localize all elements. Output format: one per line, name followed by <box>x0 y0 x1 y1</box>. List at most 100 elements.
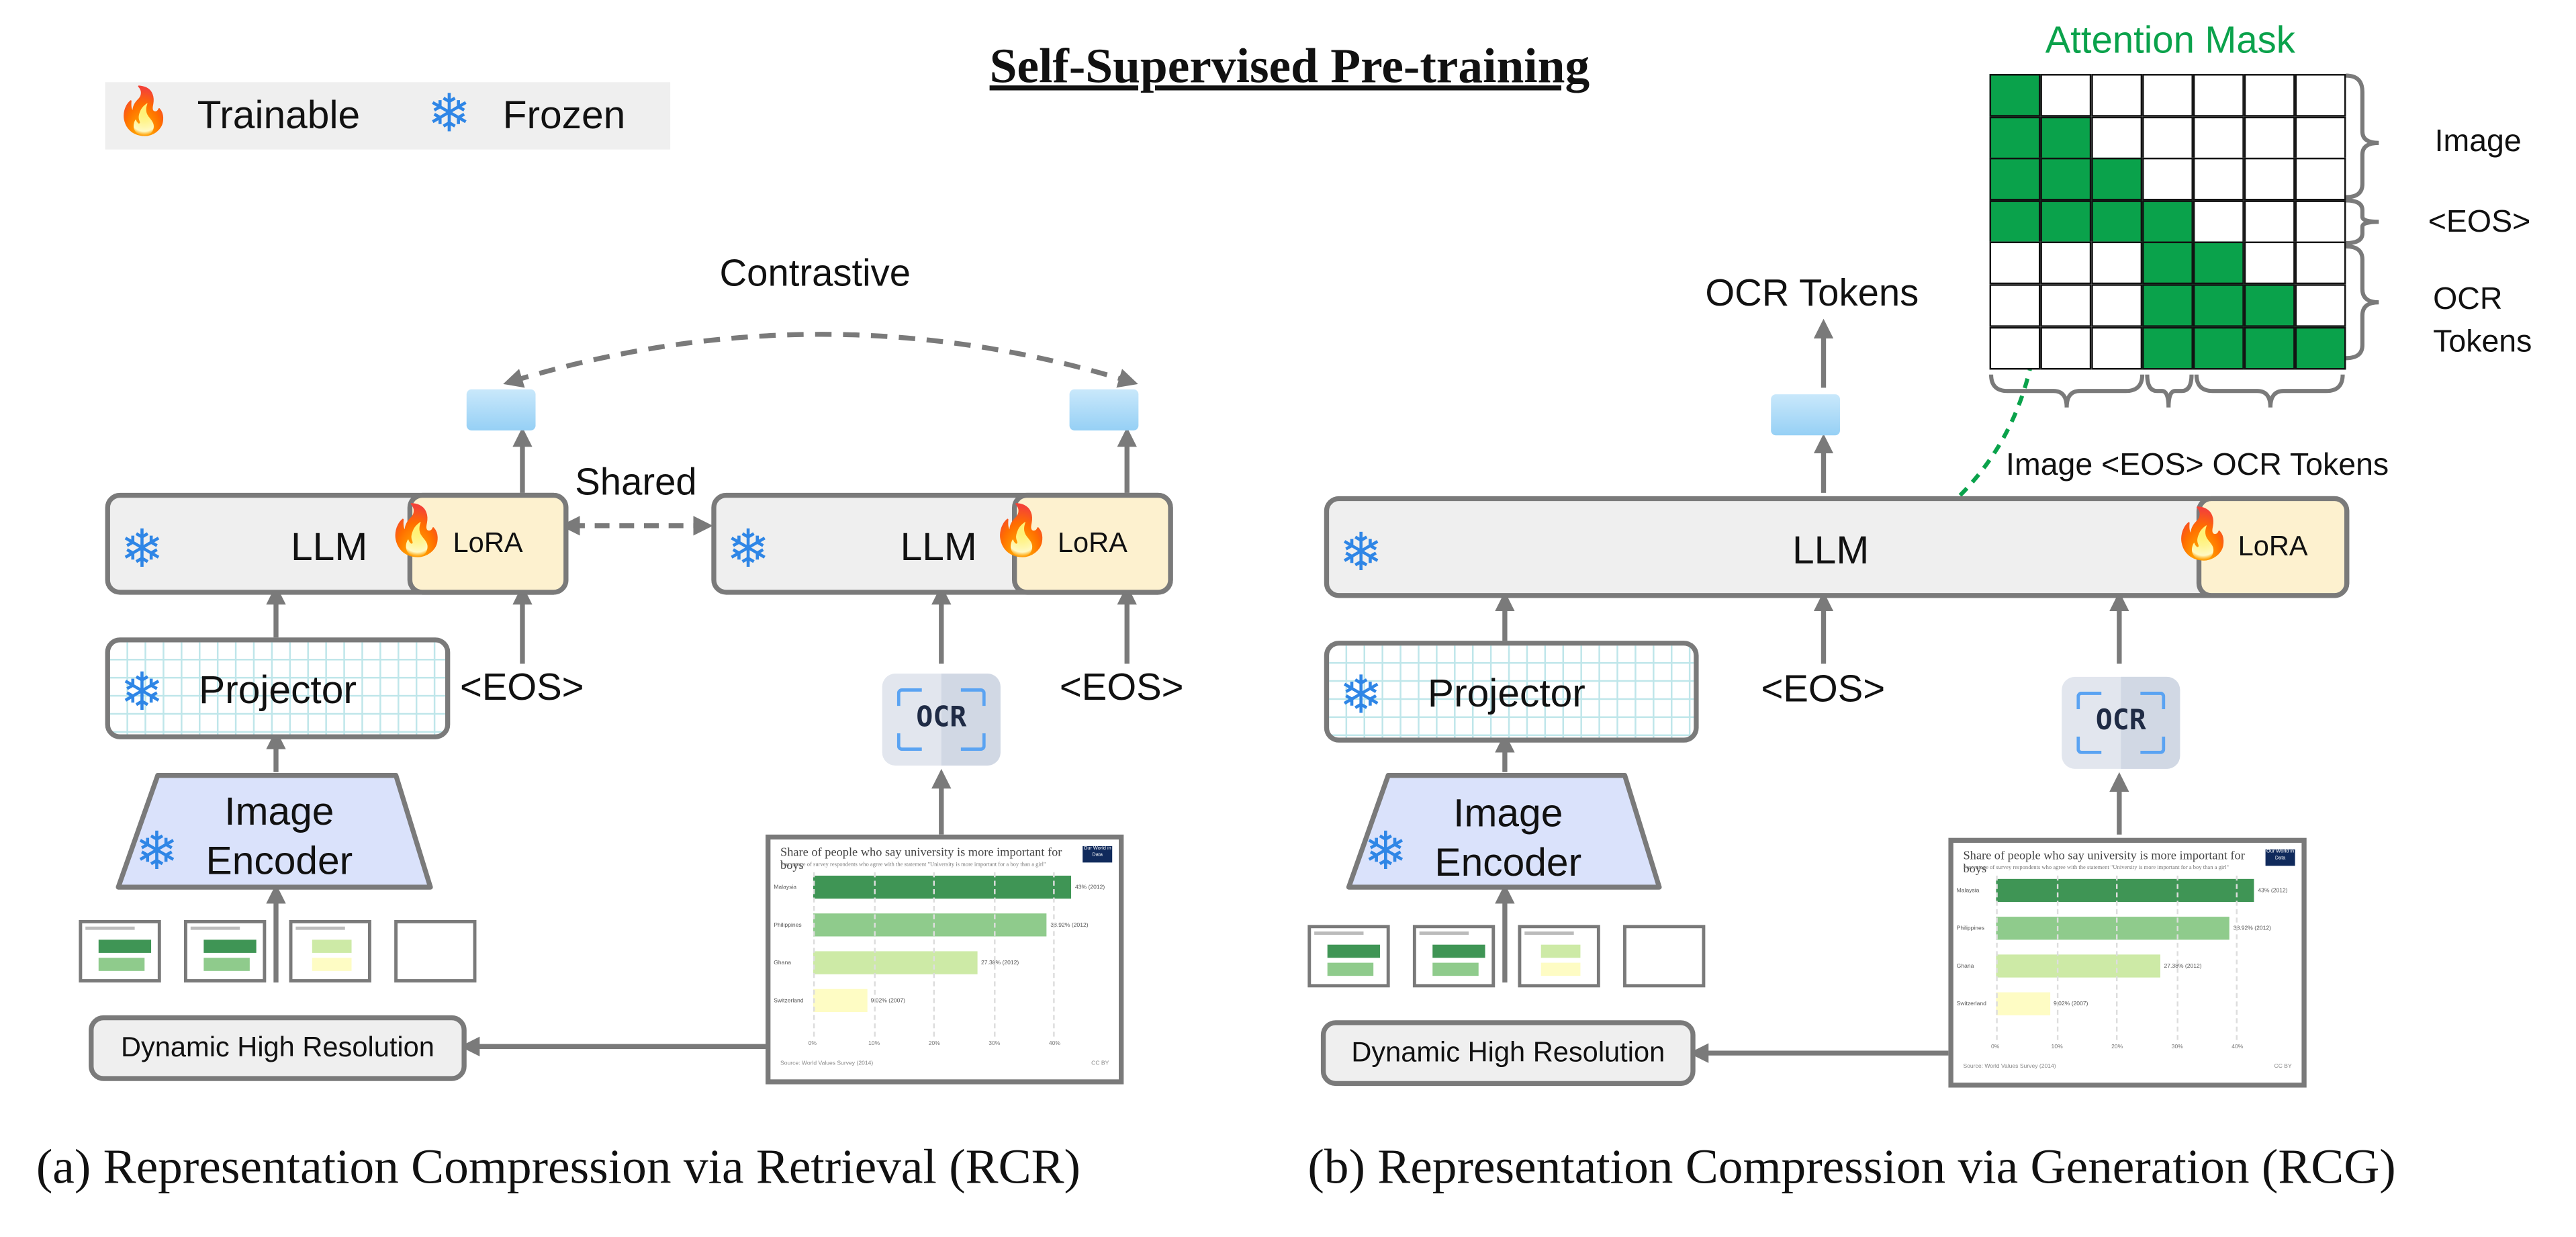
mask-cell <box>2244 158 2295 201</box>
chart-source: Source: World Values Survey (2014) <box>1963 1062 2056 1070</box>
contrastive-label: Contrastive <box>719 251 911 294</box>
chart-subtitle: Percentage of survey respondents who agr… <box>1963 864 2229 871</box>
mask-cell <box>2040 116 2092 159</box>
chart-tick-label: 40% <box>1048 1040 1060 1047</box>
mask-cell <box>2142 326 2193 369</box>
chart-frame: Share of people who say university is mo… <box>766 834 1124 1085</box>
chart-bar <box>1996 954 2161 978</box>
mask-cell <box>2244 284 2295 327</box>
embedding-token-left <box>466 389 536 430</box>
image-tile <box>1623 925 1706 988</box>
chart-data-label: 9.02% (2007) <box>870 996 906 1003</box>
page-title: Self-Supervised Pre-training <box>989 39 1590 94</box>
lora-label: LoRA <box>453 527 523 559</box>
image-tile <box>79 919 161 982</box>
snowflake-icon: ❄ <box>1338 520 1383 584</box>
mask-cell <box>2142 199 2193 243</box>
shared-label: Shared <box>575 459 697 503</box>
image-tile <box>1412 925 1496 988</box>
mask-cell <box>2244 116 2295 159</box>
chart-title: Share of people who say university is mo… <box>1963 847 2245 876</box>
mask-cell <box>2295 116 2346 159</box>
mask-cell <box>2091 74 2143 117</box>
chart-bar <box>813 989 868 1013</box>
mask-cell <box>2040 74 2092 117</box>
chart-gridline <box>2176 875 2178 1040</box>
mask-cell <box>2142 158 2193 201</box>
chart-license: CC BY <box>1091 1059 1109 1066</box>
llm-label: LLM <box>900 525 977 570</box>
tile-bar <box>1327 944 1380 958</box>
fire-icon: 🔥 <box>2172 507 2234 562</box>
tile-title-line <box>1314 931 1364 935</box>
chart-tick-label: 20% <box>928 1040 940 1047</box>
image-tile <box>1307 925 1390 988</box>
chart-tick-label: 0% <box>1991 1043 2000 1050</box>
mask-cell <box>2193 326 2244 369</box>
mask-cell <box>1989 326 2041 369</box>
mask-cell <box>1989 199 2041 243</box>
mask-cell <box>1989 242 2041 285</box>
snowflake-icon: ❄ <box>120 660 165 723</box>
chart-data-label: 27.38% (2012) <box>981 958 1019 966</box>
snowflake-icon: ❄ <box>1338 663 1383 727</box>
mask-cell <box>2295 284 2346 327</box>
lora-adapter-rcg: LoRA <box>2196 496 2350 598</box>
lora-label: LoRA <box>2238 531 2308 562</box>
mask-cell <box>2193 74 2244 117</box>
chart-gridline <box>1996 875 1998 1040</box>
mask-cell <box>1989 284 2041 327</box>
mask-cell <box>2142 242 2193 285</box>
chart-data-label: 9.02% (2007) <box>2054 999 2088 1007</box>
llm-label: LLM <box>291 525 368 570</box>
legend: 🔥 Trainable ❄ Frozen <box>105 82 671 150</box>
chart-gridline <box>933 872 935 1037</box>
chart-gridline <box>1054 872 1056 1037</box>
mask-cell <box>2295 199 2346 243</box>
mask-cell <box>2142 284 2193 327</box>
mask-cell <box>2244 326 2295 369</box>
chart-bar <box>813 951 978 975</box>
lora-adapter-left: LoRA <box>407 492 569 595</box>
eos-token-rcg: <EOS> <box>1761 667 1886 710</box>
mask-cell <box>2193 199 2244 243</box>
chart-bar <box>813 875 1072 899</box>
embedding-token-right <box>1069 389 1139 430</box>
mask-cell <box>2295 326 2346 369</box>
mask-cell <box>2244 199 2295 243</box>
tile-bar <box>312 940 352 953</box>
mask-cell <box>2091 284 2143 327</box>
chart-tick-label: 0% <box>808 1040 817 1047</box>
projector-rcg: ❄ Projector <box>1324 641 1699 743</box>
chart-subtitle: Percentage of survey respondents who agr… <box>780 860 1046 868</box>
mask-cell <box>2193 284 2244 327</box>
tile-title-line <box>85 926 135 930</box>
chart-data-label: 43% (2012) <box>2258 886 2288 893</box>
mask-cell <box>2244 242 2295 285</box>
mask-cell <box>2142 116 2193 159</box>
chart-bar <box>1996 992 2051 1016</box>
chart-frame: Share of people who say university is mo… <box>1948 837 2307 1088</box>
tile-bar <box>1432 962 1479 976</box>
chart-data-label: 38.92% (2012) <box>2233 924 2271 931</box>
snowflake-icon: ❄ <box>134 819 179 882</box>
chart-bar <box>1996 878 2255 903</box>
tile-bar <box>312 958 352 971</box>
caption-rcr: (a) Representation Compression via Retri… <box>36 1140 1080 1195</box>
legend-trainable-label: Trainable <box>197 93 361 138</box>
dynamic-resolution-left: Dynamic High Resolution <box>89 1015 467 1081</box>
contrastive-arrow <box>503 332 1138 388</box>
legend-frozen-label: Frozen <box>502 93 626 138</box>
tile-bar <box>98 940 152 953</box>
mask-cell <box>2040 326 2092 369</box>
chart-badge: Our World in Data <box>1083 845 1113 863</box>
mask-cell <box>1989 116 2041 159</box>
tile-title-line <box>1524 931 1574 935</box>
chart-data-label: 38.92% (2012) <box>1050 921 1089 928</box>
tile-bar <box>1432 944 1485 958</box>
mask-cell <box>2040 158 2092 201</box>
tile-bar <box>1327 962 1374 976</box>
mask-col-braces <box>1988 374 2345 408</box>
mask-cell <box>2142 74 2193 117</box>
